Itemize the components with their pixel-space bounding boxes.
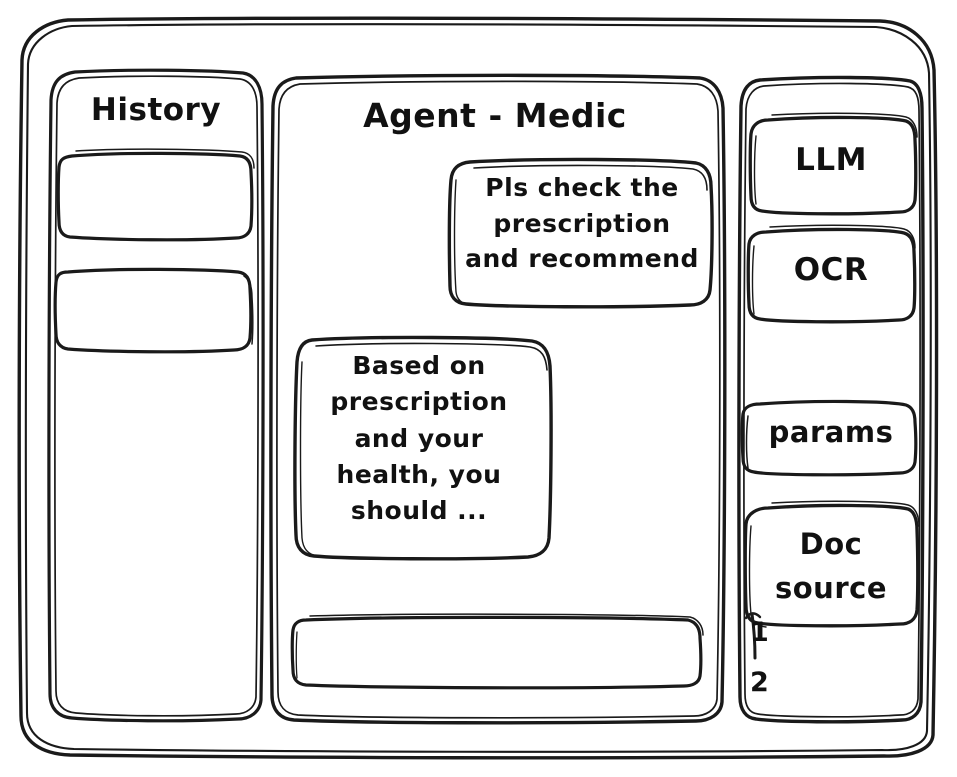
tool-params-button[interactable] (742, 402, 916, 476)
user-message-text: Pls check the prescription and recommend (465, 173, 699, 273)
tool-ocr-label: OCR (793, 252, 869, 288)
tool-llm-button[interactable] (750, 114, 918, 214)
composer-input[interactable] (292, 614, 704, 688)
history-item[interactable] (56, 266, 252, 352)
doc-source-label: Doc source (775, 527, 887, 605)
assistant-message-bubble[interactable] (294, 336, 552, 560)
user-message-bubble[interactable] (450, 158, 712, 308)
history-panel-title: History (90, 92, 222, 128)
doc-source-item-2[interactable]: 2 (750, 667, 770, 698)
tool-llm-label: LLM (795, 142, 867, 178)
assistant-message-text: Based on prescription and your health, y… (330, 351, 508, 525)
doc-source-button[interactable] (745, 502, 920, 628)
doc-source-item-1[interactable]: 1 (750, 617, 770, 648)
page-title: Agent - Medic (363, 96, 627, 135)
tool-params-label: params (768, 415, 894, 449)
tool-ocr-button[interactable] (748, 226, 916, 322)
history-item[interactable] (58, 150, 254, 240)
